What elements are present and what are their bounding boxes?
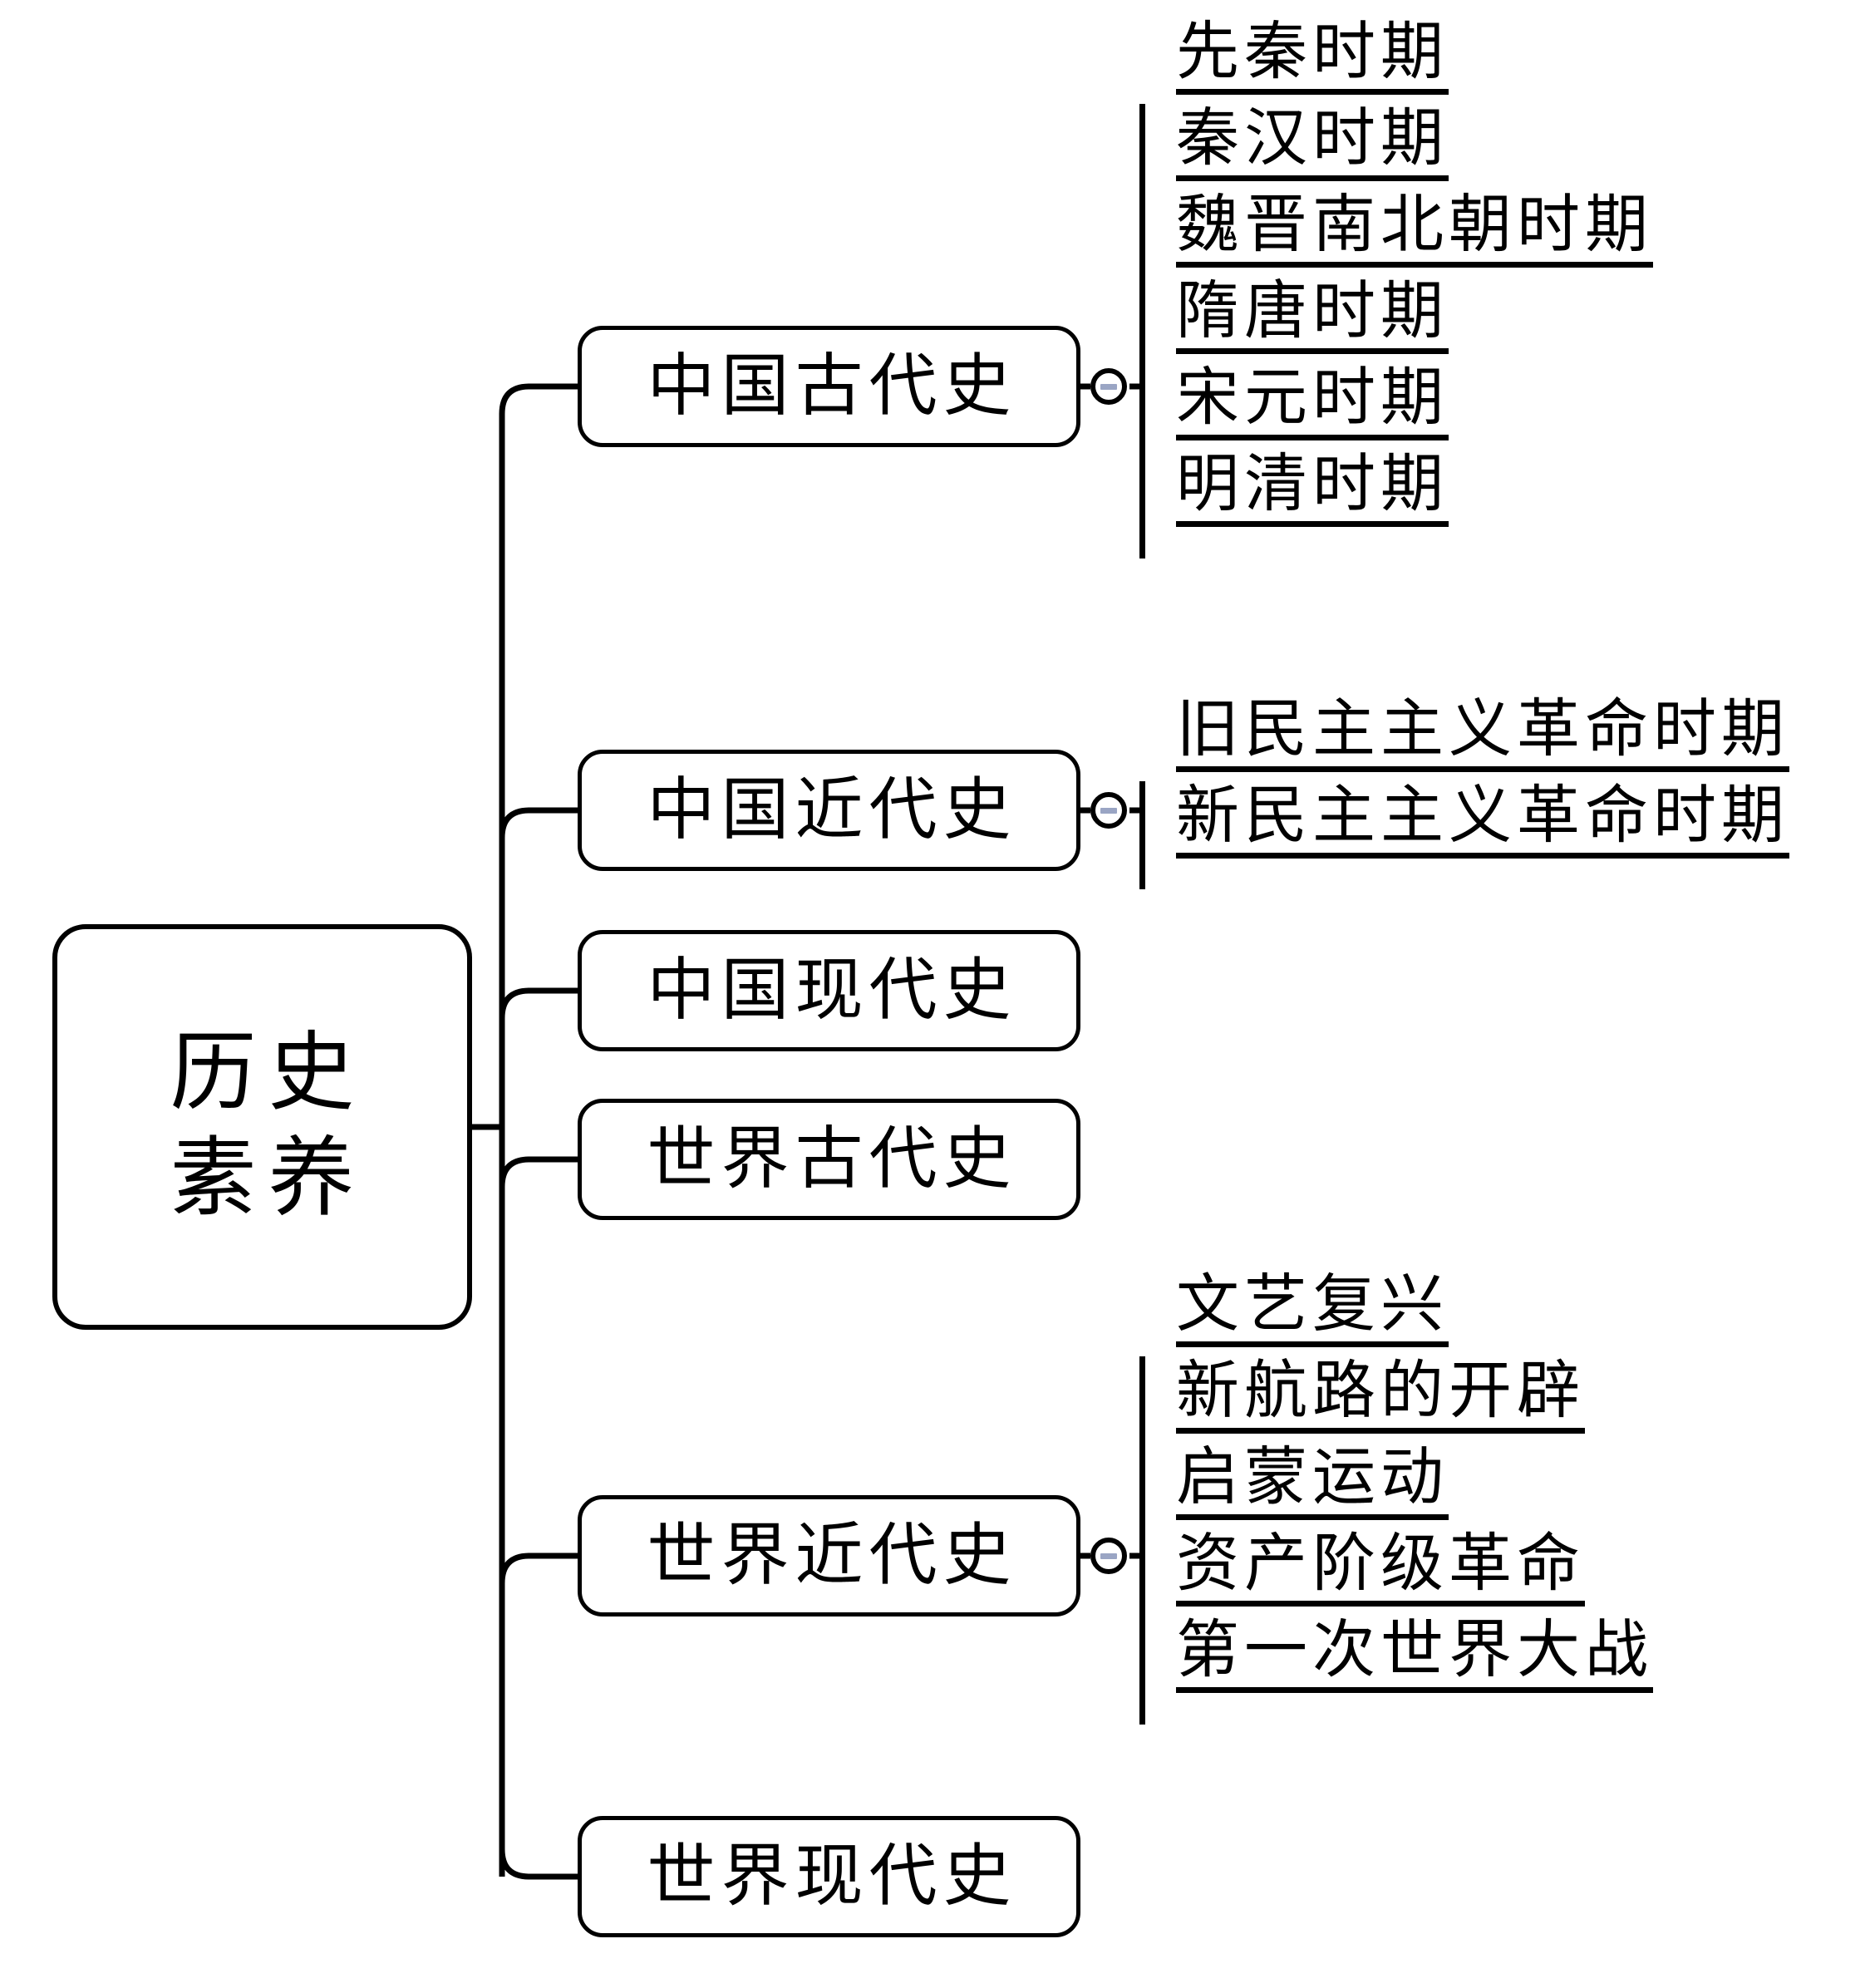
elbow-china-modern [499, 807, 578, 839]
elbow-china-ancient [499, 383, 578, 415]
collapse-toggle-world-modern[interactable] [1090, 1538, 1127, 1574]
minus-icon [1100, 383, 1117, 390]
elbow-china-contemporary [499, 987, 578, 1019]
leaf-item-label: 启蒙运动 [1176, 1443, 1449, 1513]
elbow-world-contemporary [499, 1848, 578, 1880]
leaf-item-label: 资产阶级革命 [1176, 1529, 1585, 1599]
leaf-spine [1139, 781, 1145, 889]
leaf-underline [1176, 1341, 1449, 1347]
leaf-underline [1176, 262, 1653, 268]
branch-node-china-modern[interactable]: 中国近代史 [578, 750, 1080, 871]
leaf-underline [1176, 175, 1449, 181]
branch-node-label: 中国古代史 [647, 347, 1017, 424]
leaf-item[interactable]: 先秦时期 [1139, 21, 1457, 95]
branch-node-label: 中国近代史 [647, 771, 1017, 848]
leaf-item-label: 魏晋南北朝时期 [1176, 190, 1653, 260]
minus-icon [1100, 1553, 1117, 1559]
collapse-toggle-china-modern[interactable] [1090, 792, 1127, 829]
leaf-item-label: 秦汉时期 [1176, 104, 1449, 174]
branch-node-label: 世界现代史 [647, 1838, 1017, 1914]
leaf-item[interactable]: 资产阶级革命 [1139, 1533, 1593, 1607]
leaf-underline [1176, 1687, 1653, 1693]
leaf-item[interactable]: 启蒙运动 [1139, 1446, 1457, 1520]
branch-node-label: 世界近代史 [647, 1517, 1017, 1593]
branch-node-world-contemporary[interactable]: 世界现代史 [578, 1816, 1080, 1937]
leaf-item-label: 文艺复兴 [1176, 1270, 1449, 1340]
leaf-spine [1139, 1356, 1145, 1725]
branch-node-world-ancient[interactable]: 世界古代史 [578, 1099, 1080, 1220]
leaf-item[interactable]: 第一次世界大战 [1139, 1619, 1661, 1693]
leaf-item-label: 第一次世界大战 [1176, 1616, 1653, 1685]
leaf-item[interactable]: 新航路的开辟 [1139, 1360, 1593, 1434]
leaf-item-label: 旧民主主义革命时期 [1176, 695, 1789, 765]
leaf-item-label: 先秦时期 [1176, 17, 1449, 87]
branch-node-label: 中国现代史 [647, 952, 1017, 1028]
branch-node-china-ancient[interactable]: 中国古代史 [578, 326, 1080, 447]
leaf-item[interactable]: 隋唐时期 [1139, 280, 1457, 354]
leaf-item-label: 宋元时期 [1176, 363, 1449, 433]
leaf-item[interactable]: 文艺复兴 [1139, 1273, 1457, 1347]
branch-node-china-contemporary[interactable]: 中国现代史 [578, 930, 1080, 1051]
leaf-underline [1176, 1514, 1449, 1520]
elbow-world-ancient [499, 1156, 578, 1188]
leaf-underline [1176, 766, 1789, 772]
leaf-underline [1176, 1428, 1585, 1434]
collapse-toggle-china-ancient[interactable] [1090, 368, 1127, 405]
leaf-spine [1139, 104, 1145, 559]
branch-node-label: 世界古代史 [647, 1120, 1017, 1197]
elbow-world-modern [499, 1553, 578, 1584]
leaf-item[interactable]: 新民主主义革命时期 [1139, 785, 1798, 859]
leaf-underline [1176, 435, 1449, 440]
leaf-underline [1176, 853, 1789, 859]
leaf-underline [1176, 1601, 1585, 1607]
minus-icon [1100, 807, 1117, 814]
leaf-item[interactable]: 宋元时期 [1139, 367, 1457, 440]
branch-node-world-modern[interactable]: 世界近代史 [578, 1495, 1080, 1616]
leaf-item[interactable]: 秦汉时期 [1139, 107, 1457, 181]
leaf-item-label: 隋唐时期 [1176, 277, 1449, 347]
leaf-underline [1176, 521, 1449, 527]
leaf-underline [1176, 348, 1449, 354]
leaf-item[interactable]: 魏晋南北朝时期 [1139, 194, 1661, 268]
root-node[interactable]: 历史 素养 [52, 924, 472, 1330]
leaf-item-label: 明清时期 [1176, 450, 1449, 519]
leaf-item-label: 新航路的开辟 [1176, 1356, 1585, 1426]
leaf-item[interactable]: 明清时期 [1139, 453, 1457, 527]
leaf-item-label: 新民主主义革命时期 [1176, 781, 1789, 851]
root-node-label: 历史 素养 [170, 1026, 367, 1227]
leaf-item[interactable]: 旧民主主义革命时期 [1139, 698, 1798, 772]
leaf-underline [1176, 89, 1449, 95]
